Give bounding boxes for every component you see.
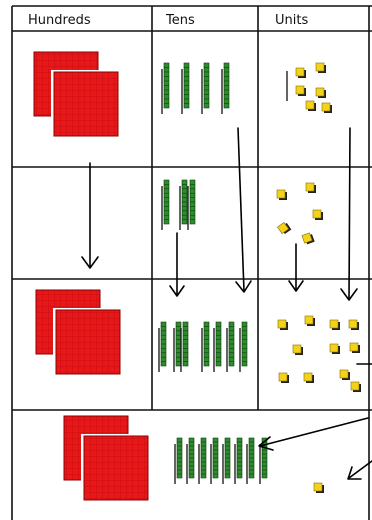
row-2-unit-cube-2 — [306, 183, 316, 193]
row-3-unit-cube-4 — [349, 320, 359, 330]
row-1-ten-rod-1 — [162, 63, 169, 114]
row-4-ten-rod-3 — [199, 438, 206, 484]
row-4-hundred-block-2 — [84, 436, 148, 500]
row-4-ten-rod-2 — [187, 438, 194, 484]
row-3-unit-cube-3 — [330, 320, 340, 330]
row-3-ten-rod-2 — [174, 322, 181, 372]
arrow-carry-ten — [260, 418, 368, 446]
row-3-ten-rod-3 — [181, 322, 188, 372]
row-3-ten-rod-5 — [214, 322, 221, 372]
row-4-ten-rod-1 — [175, 438, 182, 484]
row-3-unit-cube-1 — [278, 320, 288, 330]
row-1-ten-rod-2 — [182, 63, 189, 114]
row-2-ten-rod-2 — [180, 180, 187, 230]
header-hundreds: Hundreds — [28, 13, 91, 28]
row-1-unit-cube-2 — [316, 63, 326, 73]
row-3-unit-cube-5 — [293, 345, 303, 355]
row-2-unit-cube-4 — [277, 221, 291, 235]
row-2-unit-cube-3 — [313, 210, 323, 220]
row-3-unit-cube-7 — [350, 343, 360, 353]
row-2-unit-cube-5 — [302, 232, 315, 245]
row-4-ten-rod-7 — [247, 438, 254, 484]
row-3-ten-rod-6 — [227, 322, 234, 372]
row-3-ten-rod-7 — [240, 322, 247, 372]
row-4-unit-cube-1 — [314, 483, 324, 493]
row-1-unit-cube-1 — [296, 68, 306, 78]
row-3-unit-cube-10 — [340, 370, 350, 380]
base-ten-blocks — [34, 52, 361, 503]
row-1-unit-cube-4 — [316, 88, 326, 98]
header-units: Units — [275, 13, 308, 28]
row-3-unit-cube-11 — [351, 382, 361, 392]
arrow-units-right-down — [349, 128, 350, 299]
row-1-ten-rod-3 — [202, 63, 209, 114]
row-1-unit-cube-3 — [296, 86, 306, 96]
row-1-ten-rod-4 — [222, 63, 229, 114]
row-4-ten-rod-4 — [211, 438, 218, 484]
row-3-hundred-block-2 — [56, 310, 120, 374]
row-4-ten-rod-6 — [235, 438, 242, 484]
row-2-unit-cube-1 — [277, 190, 287, 200]
row-1-unit-cube-6 — [322, 103, 332, 113]
row-3-unit-cube-2 — [305, 316, 315, 326]
row-3-ten-rod-4 — [202, 322, 209, 372]
row-3-unit-cube-9 — [304, 373, 314, 383]
row-2-ten-rod-3 — [188, 180, 195, 230]
row-4-ten-rod-5 — [223, 438, 230, 484]
row-3-unit-cube-8 — [279, 373, 289, 383]
row-2-ten-rod-1 — [162, 180, 169, 230]
row-3-unit-cube-6 — [330, 344, 340, 354]
row-1-unit-cube-5 — [306, 101, 316, 111]
arrow-tens-right-down — [238, 128, 244, 291]
row-3-ten-rod-1 — [159, 322, 166, 372]
row-1-hundred-block-2 — [54, 72, 118, 136]
header-tens: Tens — [165, 13, 195, 28]
